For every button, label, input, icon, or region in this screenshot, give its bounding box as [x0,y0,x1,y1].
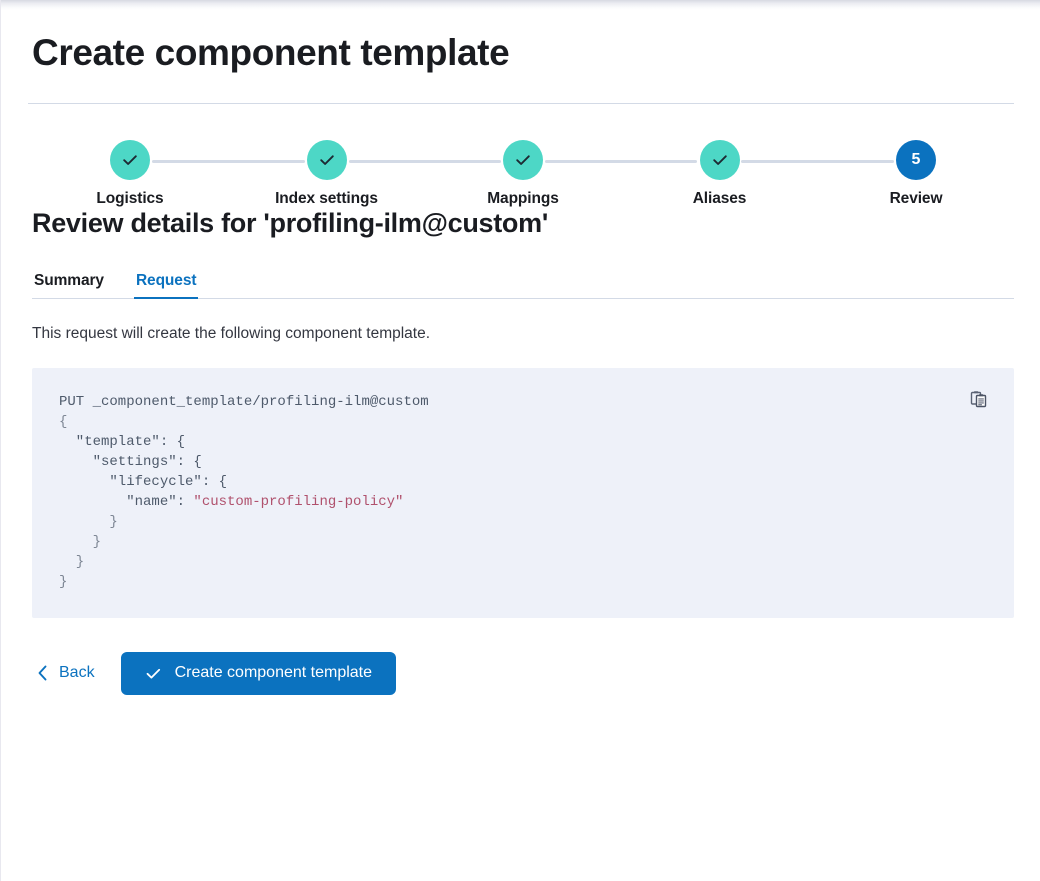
code-token: } [59,573,68,590]
step-indicator-2 [306,140,347,181]
code-line: PUT _component_template/profiling-ilm@cu… [59,392,954,412]
header-divider [28,103,1014,105]
code-line: } [59,552,954,572]
check-icon [120,150,140,170]
stepper-step-label: Logistics [96,190,164,208]
code-token: { [59,413,68,430]
code-token: } [59,553,85,570]
chevron-left-icon [36,664,49,682]
code-token: "name": [59,493,194,510]
review-tabs: Summary Request [32,265,1014,300]
code-line: { [59,412,954,432]
code-token: PUT _component_template/profiling-ilm@cu… [59,393,429,410]
stepper-connector [348,160,501,164]
stepper-step-label: Index settings [275,190,378,208]
check-icon [145,665,162,682]
stepper-connector [741,160,894,164]
code-token: } [59,513,118,530]
page-title: Create component template [32,32,510,73]
code-token: "settings": { [59,453,202,470]
request-code-panel: PUT _component_template/profiling-ilm@cu… [32,367,1014,618]
stepper-step-logistics[interactable]: Logistics [32,140,228,208]
code-line: } [59,572,954,592]
check-icon [513,150,533,170]
stepper-step-index-settings[interactable]: Index settings [229,140,425,208]
code-token: "custom-profiling-policy" [193,493,404,510]
request-code-block: PUT _component_template/profiling-ilm@cu… [32,392,1014,592]
step-indicator-4 [699,140,740,181]
code-line: "lifecycle": { [59,472,954,492]
back-button[interactable]: Back [32,658,99,688]
stepper-connectors [32,160,1014,164]
stepper-connector [152,160,305,164]
code-line: "settings": { [59,452,954,472]
code-token: "template": { [59,433,186,450]
page-content: Create component template Logistics Index… [1,0,1040,695]
code-token: } [59,533,102,550]
step-indicator-5: 5 [896,140,936,181]
tab-summary[interactable]: Summary [32,272,106,299]
code-line: "name": "custom-profiling-policy" [59,492,954,512]
stepper-connector [545,160,698,164]
stepper-step-label: Mappings [487,190,559,208]
step-number: 5 [911,151,921,169]
stepper-step-label: Review [889,190,943,208]
wizard-footer-actions: Back Create component template [32,651,1040,695]
create-component-template-button[interactable]: Create component template [120,651,397,695]
create-component-template-label: Create component template [174,664,373,682]
review-heading: Review details for 'profiling-ilm@custom… [32,208,548,239]
code-line: } [59,512,954,532]
code-token: "lifecycle": { [59,473,228,490]
step-indicator-1 [110,140,150,181]
step-indicator-3 [503,140,543,181]
code-line: } [59,532,954,552]
request-description: This request will create the following c… [32,325,431,343]
code-line: "template": { [59,432,954,452]
stepper-step-mappings[interactable]: Mappings [425,140,621,208]
stepper-step-aliases[interactable]: Aliases [622,140,818,208]
check-icon [710,150,730,170]
back-button-label: Back [59,664,95,682]
check-icon [317,150,337,170]
copy-clipboard-icon[interactable] [966,386,992,412]
tab-request[interactable]: Request [133,272,199,300]
stepper-step-label: Aliases [692,190,747,208]
